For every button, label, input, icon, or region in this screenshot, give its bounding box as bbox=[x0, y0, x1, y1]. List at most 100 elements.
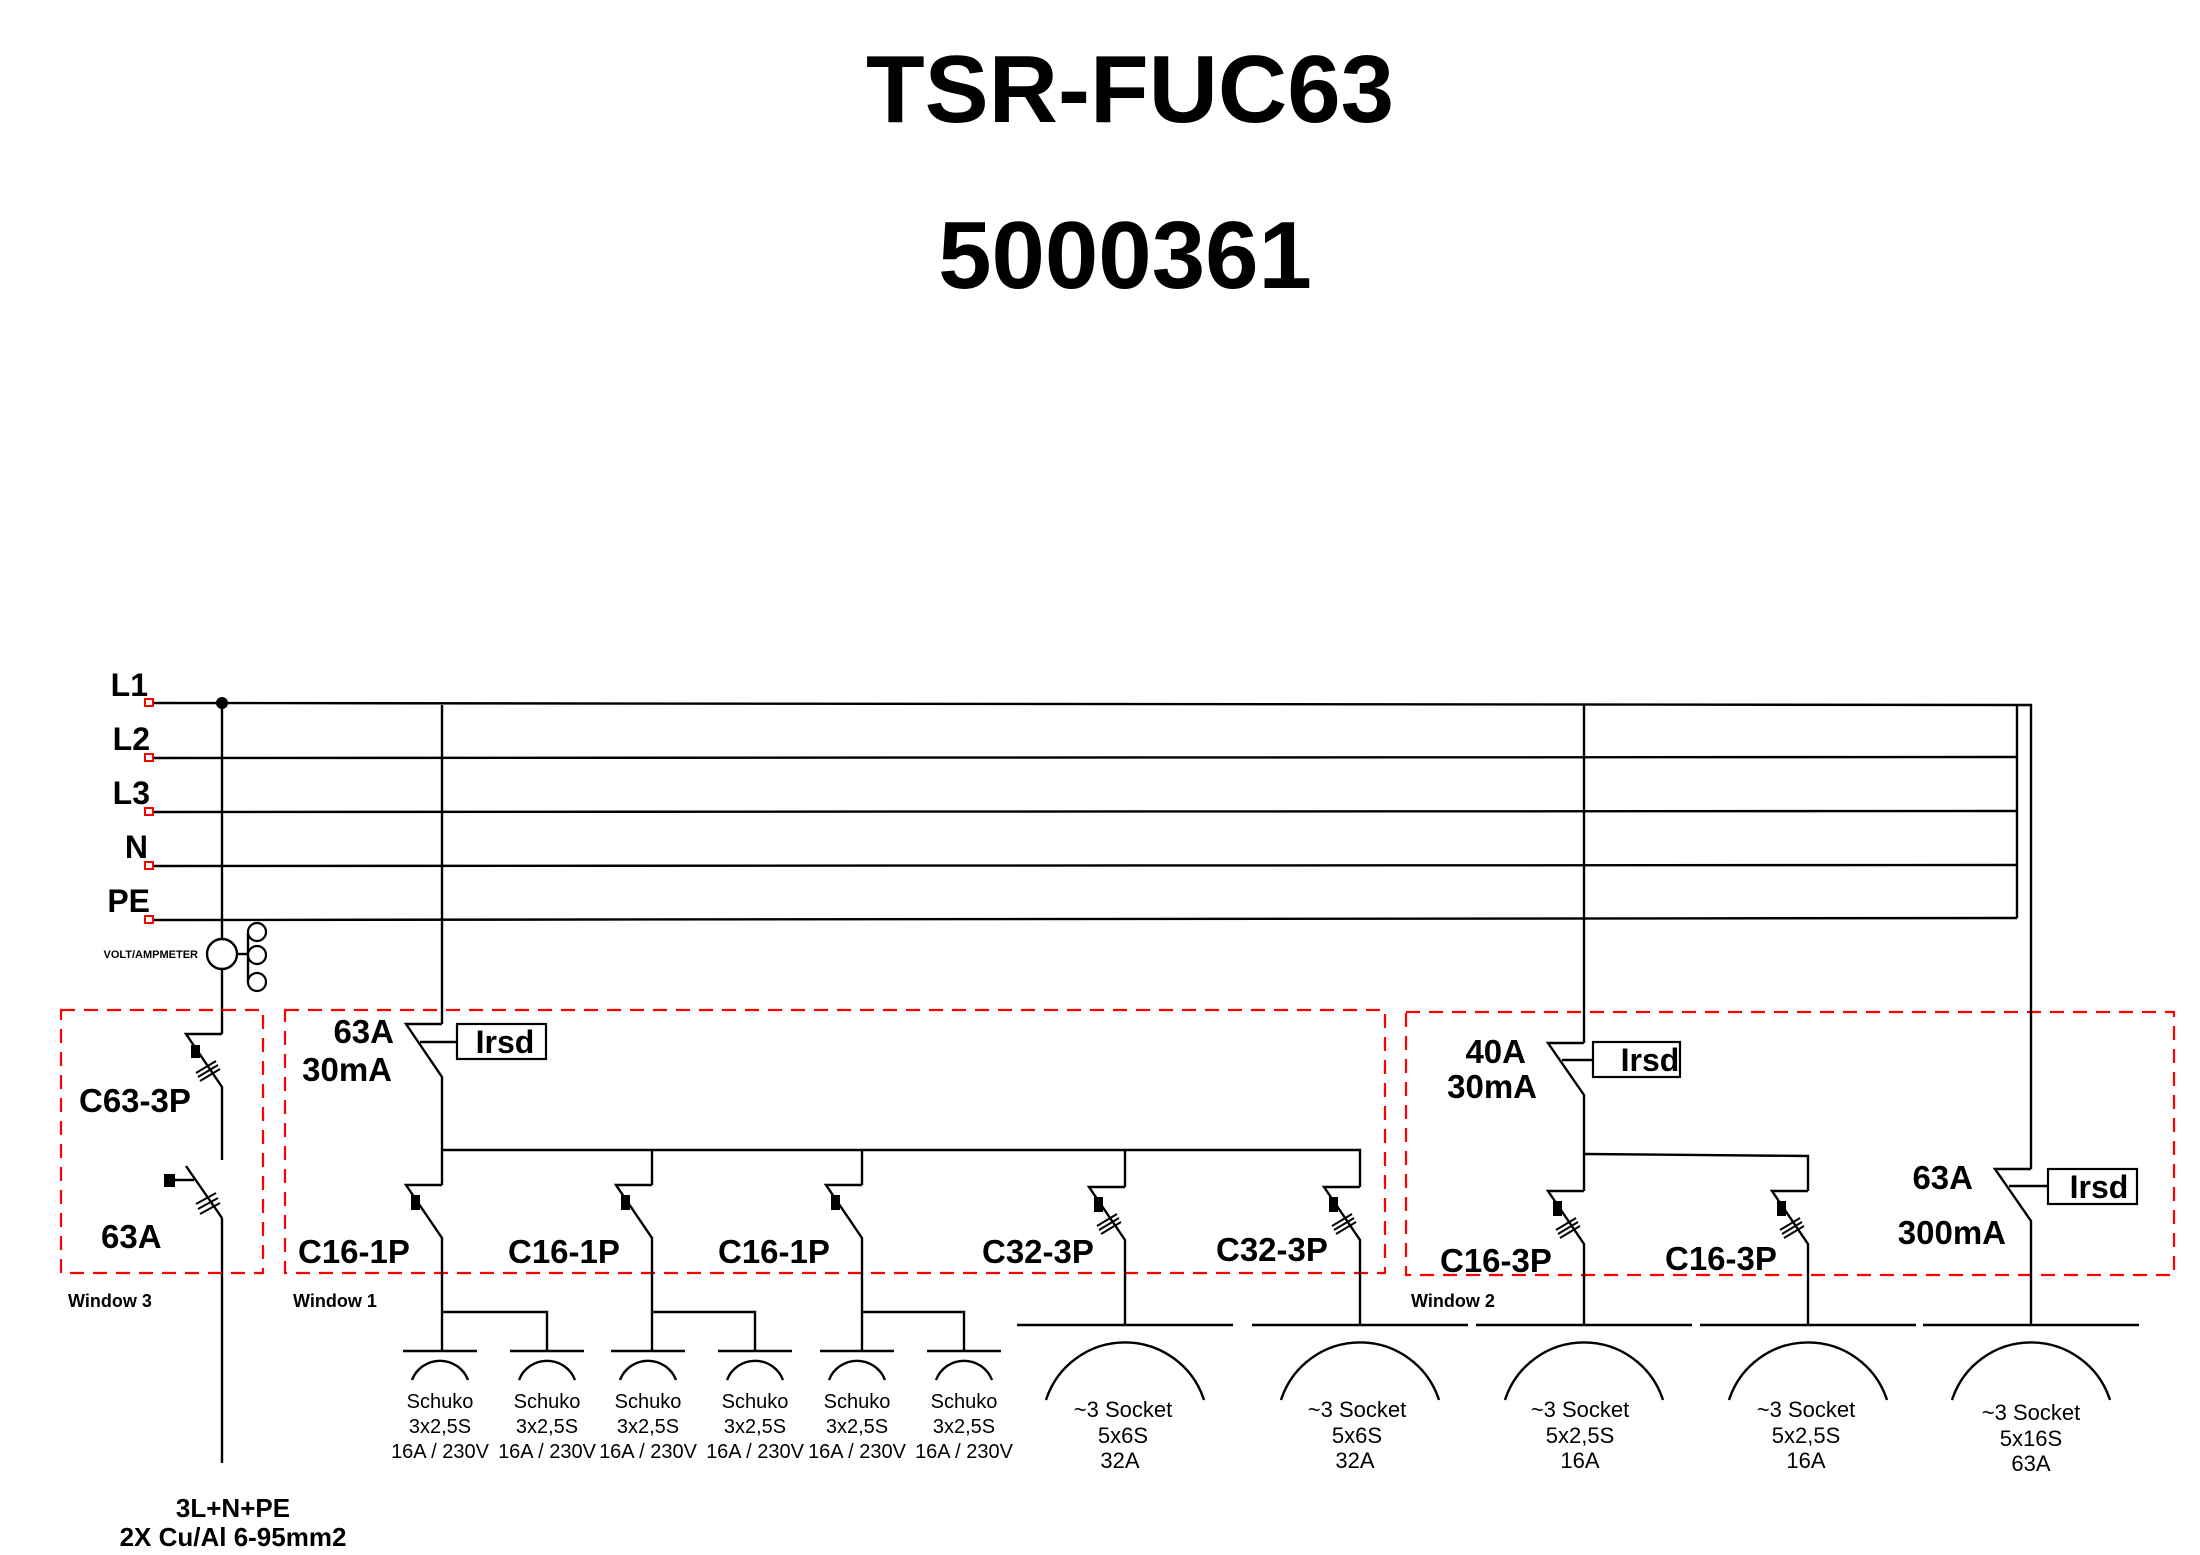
outlet-arc bbox=[618, 1359, 678, 1381]
busbar-label-l3: L3 bbox=[113, 775, 150, 811]
busbar-label-n: N bbox=[125, 829, 148, 865]
breaker-switch-icon bbox=[1545, 1189, 1586, 1325]
irsd-box bbox=[2046, 1167, 2139, 1206]
outlet-cable: 3x2,5S bbox=[933, 1416, 995, 1438]
terminal-n-icon bbox=[144, 861, 154, 870]
socket-cable: 5x16S bbox=[2000, 1426, 2062, 1451]
window-3-label: Window 3 bbox=[68, 1291, 152, 1311]
current-transformer-icon bbox=[246, 921, 268, 943]
terminal-l1-icon bbox=[144, 698, 154, 707]
breakers bbox=[403, 1183, 1810, 1350]
outlet-type: Schuko bbox=[824, 1391, 891, 1413]
busbar-label-l2: L2 bbox=[113, 721, 150, 757]
outlet-feed-wire bbox=[442, 1310, 549, 1350]
outlet-type: Schuko bbox=[931, 1391, 998, 1413]
schuko-labels: Schuko 3x2,5S 16A / 230V Schuko 3x2,5S 1… bbox=[391, 1391, 1014, 1463]
main-isolator-label: 63A bbox=[101, 1218, 162, 1255]
outlet-cable: 3x2,5S bbox=[516, 1416, 578, 1438]
outlet-rating: 16A / 230V bbox=[706, 1441, 805, 1463]
three-pole-mark-icon bbox=[1779, 1217, 1801, 1231]
breaker-switch-icon bbox=[1321, 1185, 1362, 1325]
outlet-feed-wire bbox=[652, 1310, 757, 1350]
main-breaker-switch-icon bbox=[183, 1032, 224, 1160]
three-pole-mark-icon bbox=[1559, 1225, 1581, 1239]
outlet-rating: 16A / 230V bbox=[808, 1441, 907, 1463]
socket-rating: 16A bbox=[1560, 1448, 1599, 1473]
window-1-label: Window 1 bbox=[293, 1291, 377, 1311]
terminal-pe-icon bbox=[144, 915, 154, 924]
outlet-arc bbox=[517, 1359, 577, 1381]
schuko-outlet-icon bbox=[718, 1349, 792, 1381]
breaker-symbol bbox=[1321, 1185, 1362, 1325]
outlet-feed-wire bbox=[862, 1310, 966, 1350]
outlet-arc bbox=[934, 1359, 994, 1381]
outlet-arc bbox=[410, 1359, 470, 1381]
socket-cable: 5x2,5S bbox=[1772, 1423, 1841, 1448]
current-transformer-icon bbox=[246, 971, 268, 993]
busbar-n bbox=[149, 863, 2018, 868]
rcd-2: Irsd 40A 30mA bbox=[1447, 705, 1810, 1191]
rcd-sensitivity-label: 300mA bbox=[1898, 1214, 2006, 1251]
irsd-label: Irsd bbox=[2070, 1169, 2129, 1205]
outlets bbox=[403, 1310, 2139, 1401]
socket-arc bbox=[1503, 1341, 1665, 1401]
socket-cable: 5x6S bbox=[1098, 1423, 1148, 1448]
rcd-switch-icon bbox=[1545, 1041, 1586, 1191]
outlet-cable: 3x2,5S bbox=[826, 1416, 888, 1438]
terminal-l3-icon bbox=[144, 807, 154, 816]
main-isolator-switch-icon bbox=[185, 1165, 223, 1219]
busbars: L1 L2 L3 N PE bbox=[107, 667, 2019, 924]
busbar-l2 bbox=[149, 755, 2018, 760]
three-phase-socket-icon bbox=[1252, 1323, 1468, 1401]
outlet-rating: 16A / 230V bbox=[599, 1441, 698, 1463]
breaker-symbol bbox=[1769, 1189, 1810, 1325]
three-phase-socket-labels: ~3 Socket 5x6S 32A ~3 Socket 5x6S 32A ~3… bbox=[1074, 1397, 2080, 1476]
socket-type: ~3 Socket bbox=[1757, 1397, 1855, 1422]
product-title: TSR-FUC63 bbox=[866, 36, 1394, 143]
outlet-cable: 3x2,5S bbox=[409, 1416, 471, 1438]
socket-type: ~3 Socket bbox=[1308, 1397, 1406, 1422]
breaker-trip-icon bbox=[1777, 1201, 1786, 1216]
breaker-trip-icon bbox=[831, 1195, 840, 1210]
breaker-symbol bbox=[823, 1183, 864, 1350]
rcd-rating-label: 40A bbox=[1465, 1033, 1526, 1070]
breaker-trip-icon bbox=[1094, 1197, 1103, 1212]
socket-type: ~3 Socket bbox=[1531, 1397, 1629, 1422]
socket-arc bbox=[1727, 1341, 1889, 1401]
rcd-sensitivity-label: 30mA bbox=[302, 1051, 392, 1088]
three-phase-socket-icon bbox=[1017, 1323, 1233, 1401]
meter-icon bbox=[205, 937, 239, 971]
rcd-rating-label: 63A bbox=[333, 1013, 394, 1050]
meter-label: VOLT/AMPMETER bbox=[103, 949, 198, 961]
breaker-trip-icon bbox=[1329, 1197, 1338, 1212]
irsd-box bbox=[455, 1022, 548, 1061]
schuko-outlet-icon bbox=[611, 1349, 685, 1381]
three-phase-socket-icon bbox=[1923, 1323, 2139, 1401]
socket-rating: 32A bbox=[1335, 1448, 1374, 1473]
rcd-switch-icon bbox=[1992, 1167, 2033, 1325]
three-pole-mark-icon bbox=[1781, 1221, 1803, 1235]
breaker-label: C16-1P bbox=[508, 1233, 620, 1270]
busbar-label-l1: L1 bbox=[111, 667, 148, 703]
schuko-outlet-icon bbox=[820, 1349, 894, 1381]
three-pole-mark-icon bbox=[1098, 1217, 1120, 1231]
outlet-type: Schuko bbox=[407, 1391, 474, 1413]
breaker-switch-icon bbox=[1769, 1189, 1810, 1325]
breaker-switch-icon bbox=[1086, 1185, 1127, 1325]
three-pole-mark-icon bbox=[1557, 1221, 1579, 1235]
outlet-type: Schuko bbox=[722, 1391, 789, 1413]
socket-arc bbox=[1279, 1341, 1441, 1401]
socket-rating: 16A bbox=[1786, 1448, 1825, 1473]
rcd-switch-icon bbox=[403, 1022, 444, 1185]
breaker-symbol bbox=[403, 1183, 444, 1350]
schuko-outlet-icon bbox=[927, 1349, 1001, 1381]
main-breaker-label: C63-3P bbox=[79, 1082, 191, 1119]
schuko-outlet-icon bbox=[510, 1349, 584, 1381]
irsd-box bbox=[1591, 1040, 1682, 1079]
socket-type: ~3 Socket bbox=[1982, 1400, 2080, 1425]
three-pole-mark-icon bbox=[1333, 1217, 1355, 1231]
outlet-cable: 3x2,5S bbox=[724, 1416, 786, 1438]
outlet-rating: 16A / 230V bbox=[498, 1441, 597, 1463]
busbar-label-pe: PE bbox=[107, 883, 150, 919]
